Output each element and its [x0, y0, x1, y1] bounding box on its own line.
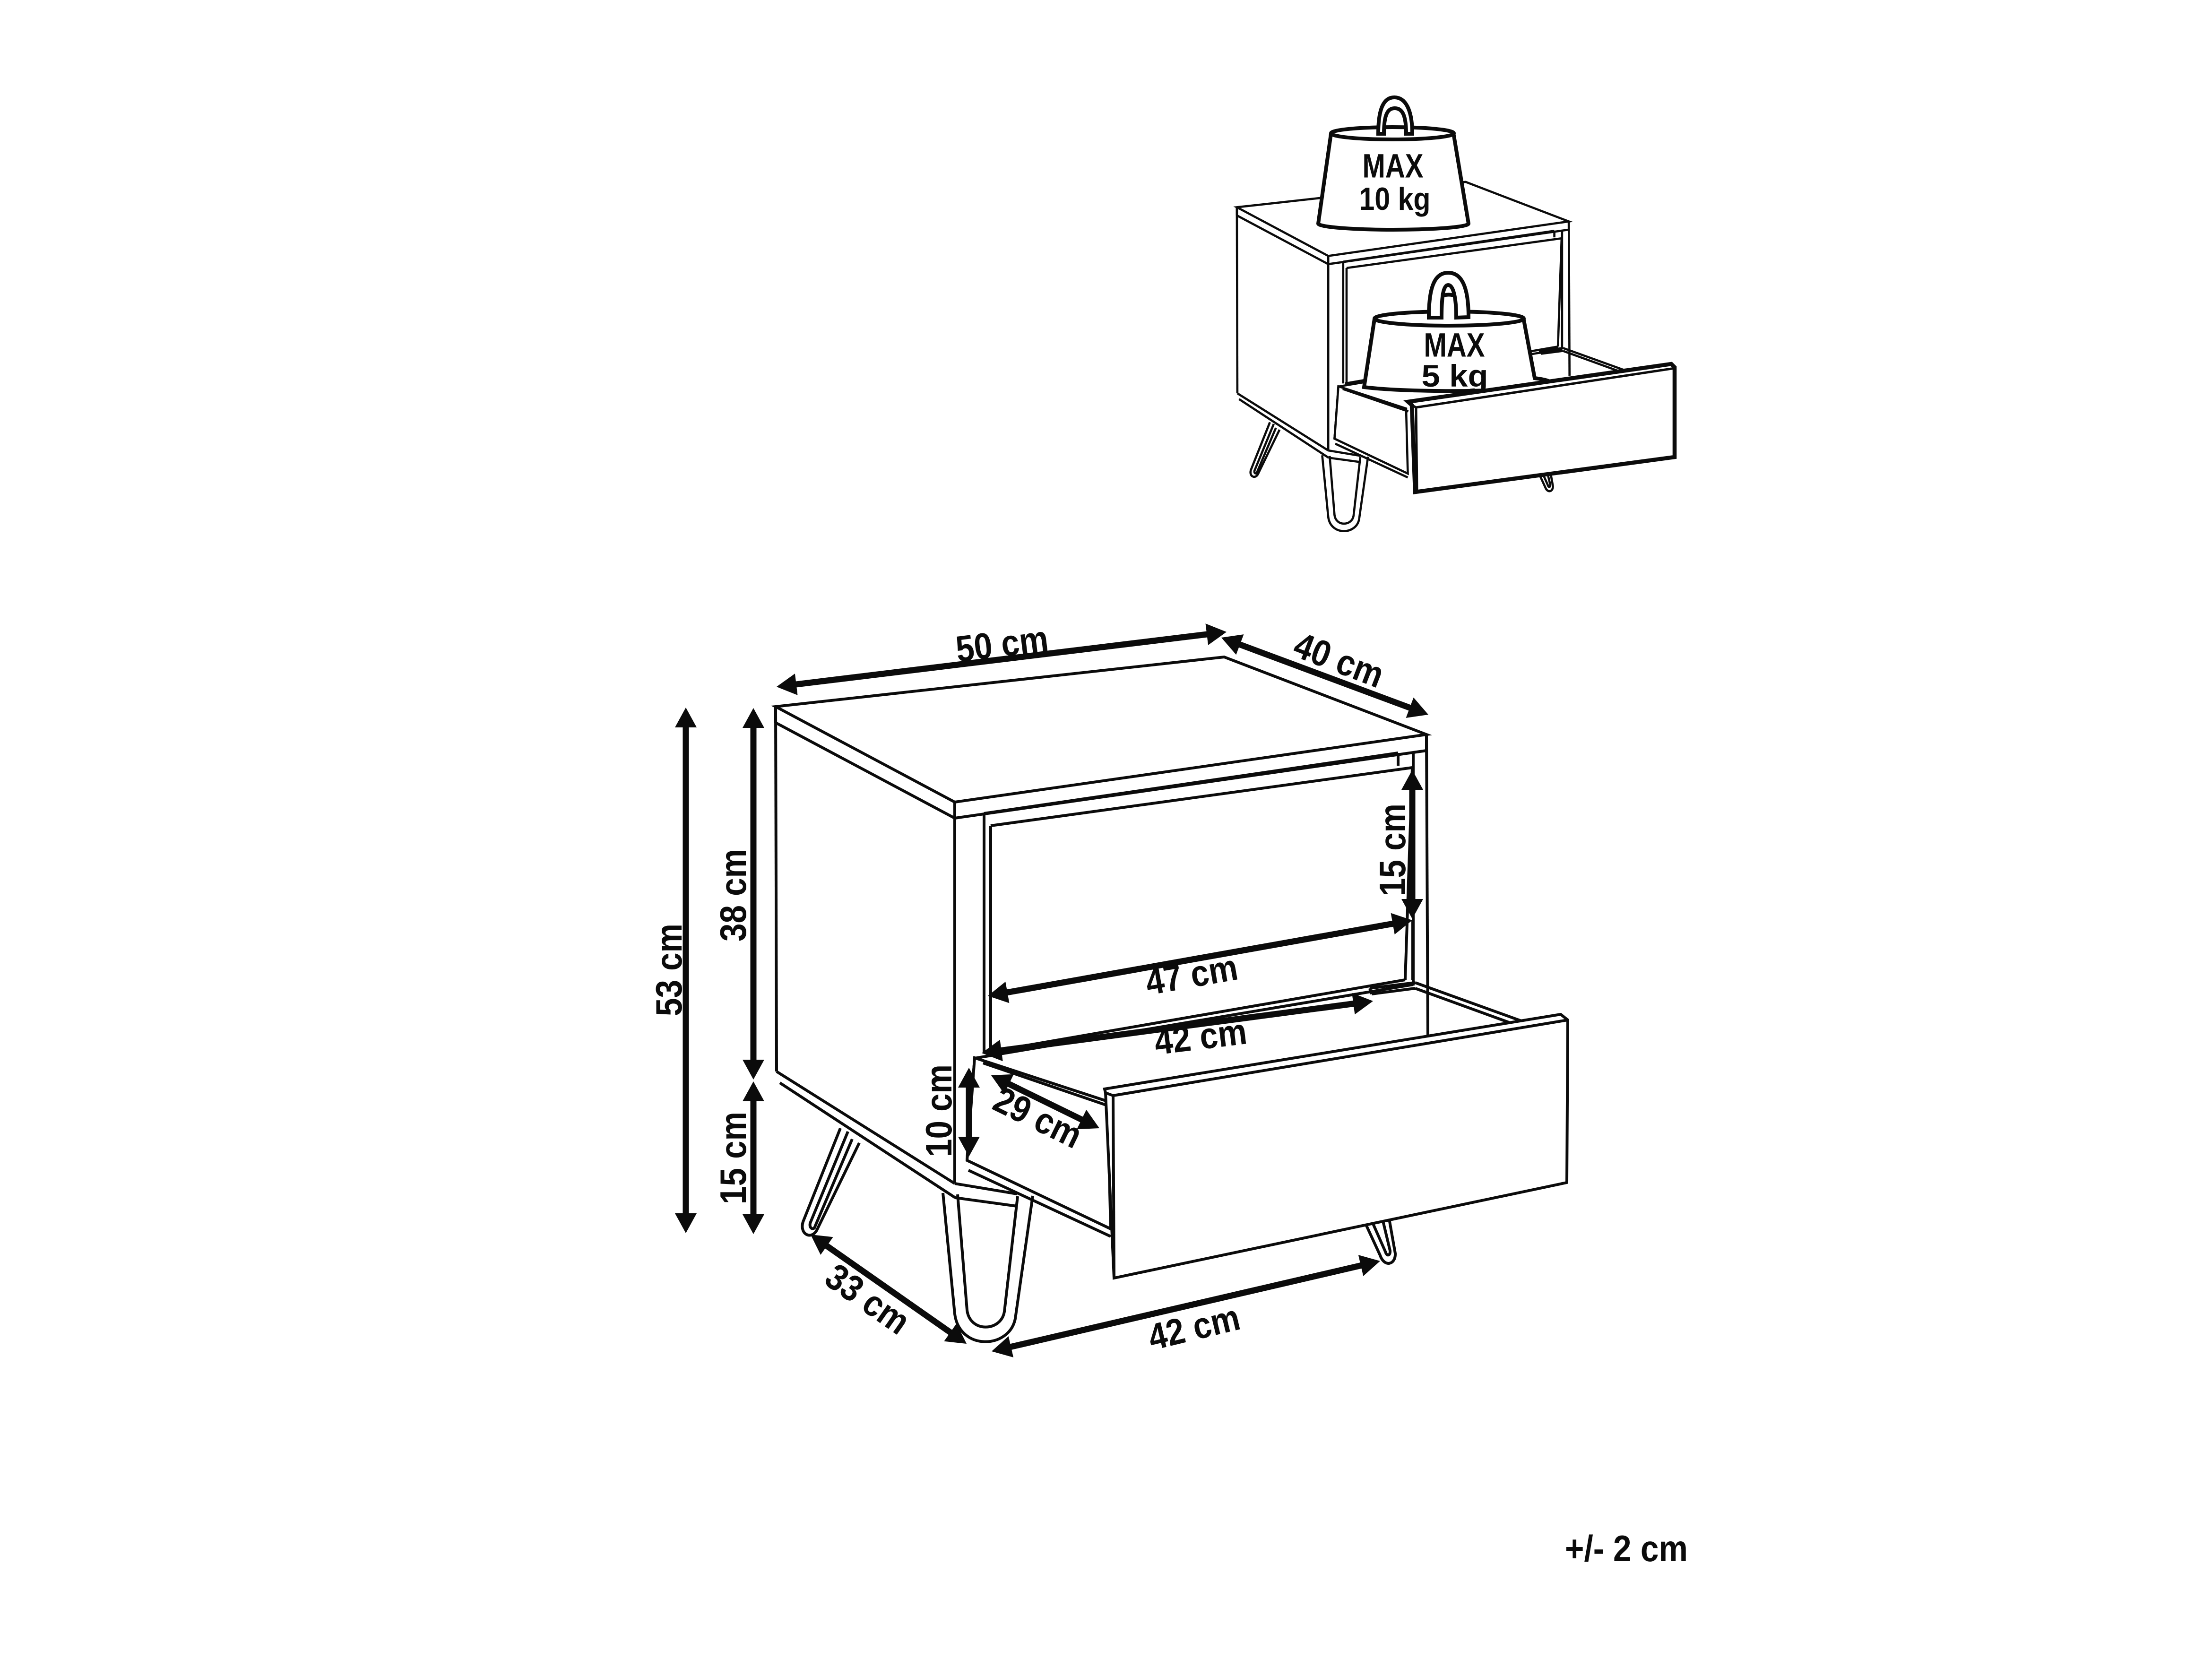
svg-text:10 cm: 10 cm: [918, 1064, 959, 1157]
svg-text:38 cm: 38 cm: [712, 849, 754, 942]
svg-text:MAX: MAX: [1363, 148, 1424, 185]
svg-text:53 cm: 53 cm: [648, 924, 690, 1016]
svg-text:10 kg: 10 kg: [1359, 181, 1431, 217]
svg-text:15 cm: 15 cm: [1372, 804, 1413, 896]
svg-text:15 cm: 15 cm: [712, 1112, 754, 1204]
svg-text:MAX: MAX: [1424, 327, 1485, 364]
svg-text:+/- 2 cm: +/- 2 cm: [1565, 1528, 1688, 1569]
svg-text:5 kg: 5 kg: [1422, 358, 1488, 393]
